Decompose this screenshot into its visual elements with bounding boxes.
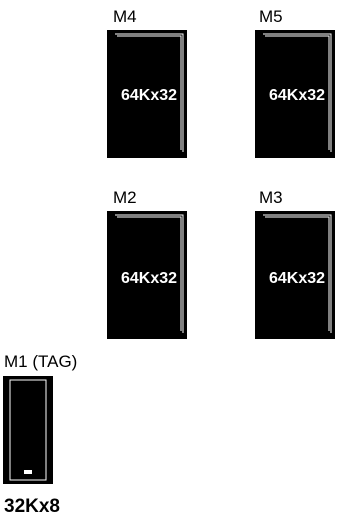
tag-chip-icon (3, 376, 53, 484)
tag-memory-label: M1 (TAG) (4, 352, 78, 371)
memory-size-m3: 64Kx32 (268, 270, 326, 287)
memory-block-m5: 64Kx32 (255, 28, 338, 160)
memory-block-m2: 64Kx32 (107, 209, 191, 341)
memory-size-m5: 64Kx32 (268, 87, 326, 104)
memory-size-m2: 64Kx32 (120, 270, 178, 287)
memory-label-m4: M4 (113, 7, 137, 26)
memory-block-m4: 64Kx32 (107, 28, 191, 160)
memory-block-m3: 64Kx32 (255, 209, 338, 341)
memory-label-m2: M2 (113, 188, 137, 207)
memory-stack-icon (255, 30, 335, 158)
tag-memory-size: 32Kx8 (4, 496, 60, 517)
memory-stack-icon (107, 30, 187, 158)
memory-label-m5: M5 (259, 7, 283, 26)
memory-stack-icon (107, 211, 187, 339)
tag-memory-block (3, 376, 53, 486)
memory-label-m3: M3 (259, 188, 283, 207)
memory-size-m4: 64Kx32 (120, 87, 178, 104)
memory-stack-icon (255, 211, 335, 339)
